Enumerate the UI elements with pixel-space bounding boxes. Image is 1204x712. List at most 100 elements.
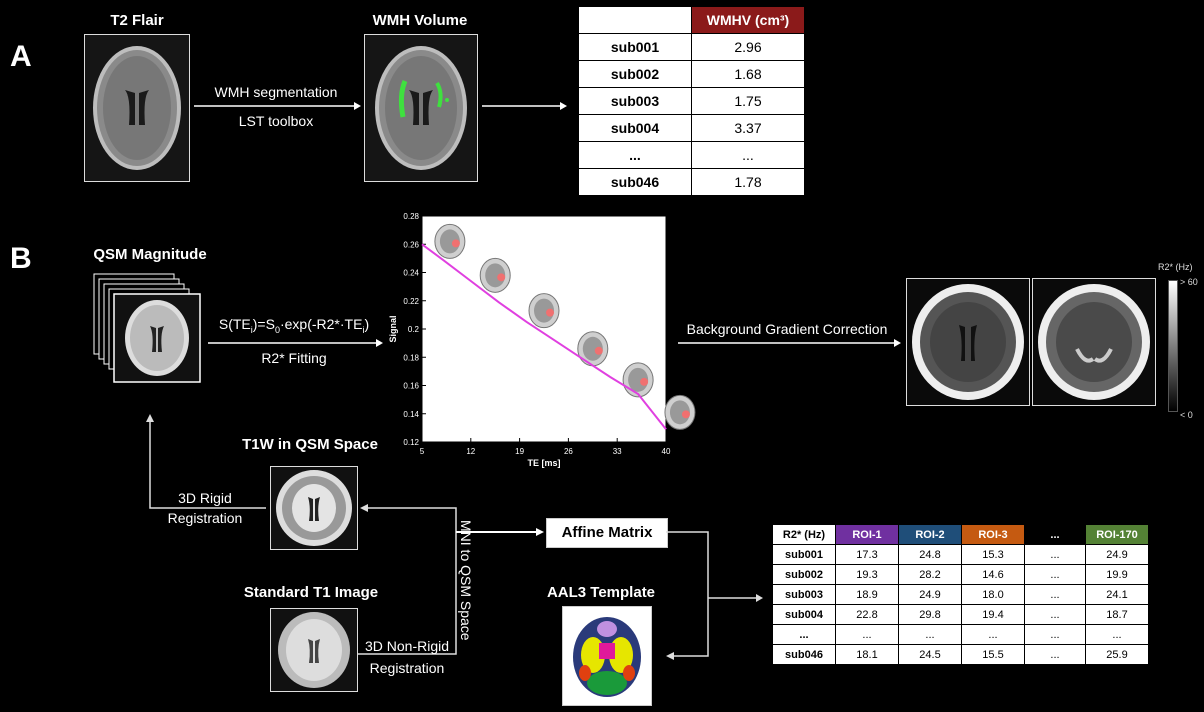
r2-map-image-2: [1032, 278, 1156, 406]
subject-cell: sub046: [578, 168, 692, 196]
r2-roi-table: R2* (Hz) ROI-1 ROI-2 ROI-3 ... ROI-170 s…: [772, 524, 1149, 665]
x-tick-label: 33: [613, 447, 622, 456]
value-cell: 18.1: [835, 644, 899, 665]
subject-cell: ...: [772, 624, 836, 645]
colorbar-min: < 0: [1180, 410, 1193, 420]
t2-flair-image: [84, 34, 190, 182]
brain-wmh-icon: [365, 35, 477, 181]
header-cell: ROI-170: [1085, 524, 1149, 545]
value-cell: ...: [1024, 564, 1086, 585]
r2-fitting-label: R2* Fitting: [261, 350, 327, 366]
t2-flair-title: T2 Flair: [110, 12, 164, 29]
bgc-arrow: [678, 339, 901, 347]
value-cell: 1.78: [691, 168, 805, 196]
value-cell: 24.8: [898, 544, 962, 565]
value-cell: 15.5: [961, 644, 1025, 665]
roi-marker: [451, 239, 460, 248]
x-tick-label: 26: [564, 447, 573, 456]
colorbar-title: R2* (Hz): [1158, 262, 1193, 272]
value-cell: 24.9: [1085, 544, 1149, 565]
roi-marker: [681, 410, 690, 419]
value-cell: 19.3: [835, 564, 899, 585]
value-cell: 22.8: [835, 604, 899, 625]
table-row: ..................: [772, 624, 1149, 645]
t1w-qsm-image: [270, 466, 358, 550]
value-cell: 1.68: [691, 60, 805, 88]
x-tick-label: 5: [420, 447, 425, 456]
r2-map-icon: [907, 279, 1029, 405]
subject-cell: sub002: [772, 564, 836, 585]
roi-marker: [546, 308, 554, 317]
subject-cell: sub004: [578, 114, 692, 142]
brain-standard-icon: [271, 609, 357, 691]
eq-sub: i: [362, 324, 365, 335]
brain-thumb-inner: [439, 229, 460, 254]
x-axis-label: TE [ms]: [527, 458, 560, 468]
mni-to-qsm-label: MNI to QSM Space: [458, 520, 474, 641]
eq-part: ·exp(-R2*·TE: [279, 316, 363, 332]
qsm-magnitude-title: QSM Magnitude: [93, 246, 207, 263]
rigid-label-2: Registration: [167, 510, 243, 526]
table-header-row: R2* (Hz) ROI-1 ROI-2 ROI-3 ... ROI-170: [772, 524, 1149, 545]
wmh-volume-title: WMH Volume: [372, 12, 468, 29]
value-cell: 17.3: [835, 544, 899, 565]
y-tick-label: 0.18: [403, 353, 419, 362]
standard-t1-title: Standard T1 Image: [243, 584, 379, 601]
y-tick-label: 0.12: [403, 438, 419, 447]
y-axis-label: Signal: [388, 315, 398, 342]
roi-marker: [594, 346, 603, 355]
value-cell: 28.2: [898, 564, 962, 585]
wmh-image: [364, 34, 478, 182]
qsm-stack-icon: [93, 273, 201, 383]
value-cell: ...: [1024, 624, 1086, 645]
y-tick-label: 0.16: [403, 382, 419, 391]
value-cell: ...: [1085, 624, 1149, 645]
value-cell: ...: [1024, 584, 1086, 605]
value-cell: 24.5: [898, 644, 962, 665]
eq-part: ): [364, 316, 370, 332]
value-cell: 19.9: [1085, 564, 1149, 585]
r2-map-icon: [1033, 279, 1155, 405]
aal3-connector: [666, 531, 763, 660]
brain-thumb-inner: [582, 336, 603, 361]
value-cell: ...: [1024, 644, 1086, 665]
header-cell: ROI-3: [961, 524, 1025, 545]
value-cell: ...: [691, 141, 805, 169]
table-row: ......: [578, 141, 805, 169]
subject-cell: sub004: [772, 604, 836, 625]
x-tick-label: 19: [515, 447, 524, 456]
brain-thumb-inner: [485, 263, 506, 288]
brain-thumb-inner: [534, 298, 554, 323]
value-cell: ...: [835, 624, 899, 645]
r2-map-image-1: [906, 278, 1030, 406]
value-cell: ...: [1024, 544, 1086, 565]
y-tick-label: 0.26: [403, 240, 419, 249]
roi-marker: [497, 273, 506, 282]
fit-curve: [421, 243, 667, 430]
aal3-title: AAL3 Template: [546, 584, 656, 601]
data-point: [517, 324, 522, 328]
value-cell: 3.37: [691, 114, 805, 142]
header-cell: ROI-1: [835, 524, 899, 545]
eq-part: )=S: [252, 316, 275, 332]
brain-thumb-inner: [628, 367, 649, 392]
y-tick-label: 0.2: [408, 325, 420, 334]
aal3-atlas-icon: [563, 607, 651, 705]
wmhv-header: WMHV (cm³): [691, 6, 805, 34]
x-tick-label: 40: [662, 447, 671, 456]
panel-b-letter: B: [10, 242, 32, 275]
value-cell: ...: [898, 624, 962, 645]
value-cell: 14.6: [961, 564, 1025, 585]
eq-sub: i: [250, 324, 253, 335]
segmentation-arrow: [194, 102, 361, 110]
nonrigid-label-2: Registration: [369, 660, 445, 676]
